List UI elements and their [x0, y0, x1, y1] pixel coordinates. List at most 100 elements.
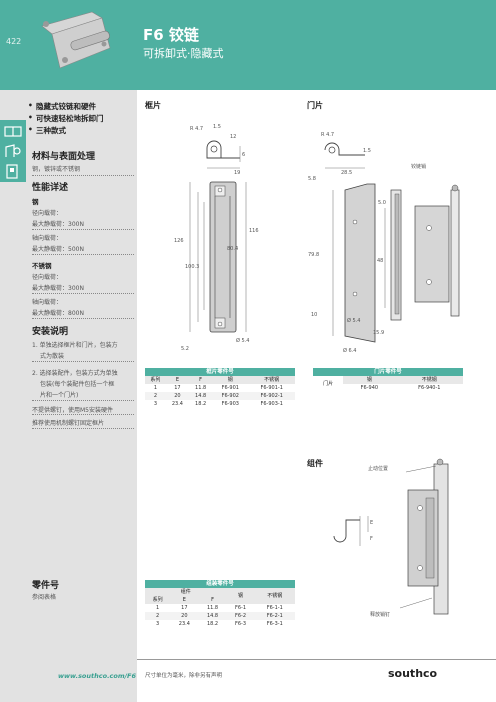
- table-cell: 20: [165, 392, 189, 400]
- table-cell: F6-940: [360, 385, 379, 391]
- icon-strip: [0, 120, 26, 182]
- door-icon: [5, 144, 21, 157]
- stainless-radial-label: 径向载荷：: [32, 274, 63, 281]
- install-step-2-cont: 片和一个门片): [40, 392, 79, 399]
- door-dim-f: 48: [377, 258, 383, 264]
- frame-dim-r: R 4.7: [190, 126, 203, 132]
- table-cell: 17: [174, 385, 181, 391]
- table-cell: F6-3: [235, 621, 247, 627]
- table-cell: 23.4: [171, 401, 183, 407]
- frame-dim-e: 126: [174, 238, 184, 244]
- col-e: E: [182, 597, 186, 603]
- assembly-drawing: E F 止动位置 释放销钉: [333, 458, 449, 618]
- table-cell: 3: [153, 401, 157, 407]
- divider: [32, 318, 134, 319]
- page-number: 422: [6, 37, 22, 46]
- col-steel: 钢: [227, 377, 233, 383]
- frame-section-title: 框片: [145, 101, 161, 110]
- table-cell: F6-903-1: [260, 401, 283, 407]
- divider: [32, 414, 134, 415]
- stainless-axial-label: 轴向载荷：: [32, 299, 63, 306]
- footer-note: 尺寸单位为毫米，除非另有声明: [145, 673, 223, 679]
- group-header: 组件: [180, 589, 191, 595]
- stainless-label: 不锈钢: [32, 262, 52, 270]
- frame-dim-a: 1.5: [213, 124, 221, 130]
- steel-axial-label: 轴向载荷：: [32, 235, 63, 242]
- door-panel-icon: [6, 164, 18, 179]
- door-section-title: 门片: [307, 101, 323, 110]
- table-cell: 2: [145, 612, 171, 620]
- door-dim-d: 5.0: [378, 200, 386, 206]
- steel-axial-value: 最大静载荷：500N: [32, 246, 84, 253]
- part-no-heading: 零件号: [32, 581, 60, 591]
- table-row: F6-940 F6-940-1: [313, 384, 463, 392]
- col-stainless: 不锈钢: [421, 377, 437, 383]
- materials-heading: 材料与表面处理: [32, 152, 96, 162]
- frame-dim-j: Ø 5.4: [236, 337, 249, 344]
- door-dim-b: 28.5: [341, 170, 352, 176]
- door-table-title: 门片零件号: [313, 368, 463, 376]
- release-pin-label: 释放销钉: [370, 611, 390, 618]
- steel-radial-value: 最大静载荷：300N: [32, 221, 84, 228]
- divider: [32, 175, 134, 176]
- table-cell: F6-3-1: [266, 621, 283, 627]
- door-part-table: 门片零件号 门片 钢 不锈钢 F6-940 F6-940-1: [313, 368, 463, 392]
- door-drawing: R 4.7 1.5 28.5 5.8 5.0 79.8 48 10 Ø 5.4 …: [308, 132, 460, 354]
- assembly-dim-e: E: [370, 520, 373, 526]
- table-cell: 18.2: [206, 621, 219, 627]
- table-cell: 11.8: [206, 605, 219, 611]
- frame-dim-g: 100.3: [185, 264, 199, 270]
- specs-heading: 性能详述: [32, 183, 69, 193]
- table-cell: F6-901-1: [260, 385, 283, 391]
- table-cell: F6-901: [221, 385, 239, 391]
- divider: [32, 361, 134, 362]
- part-no-text: 参阅表格: [32, 594, 57, 601]
- table-cell: F6-902-1: [248, 392, 295, 400]
- table-cell: 2: [145, 392, 166, 400]
- install-note-2: 推荐使用机制螺钉固定框片: [32, 420, 105, 427]
- table-cell: 14.8: [198, 612, 227, 620]
- feature-item: 可快速轻松地拆卸门: [28, 113, 103, 124]
- footer-divider: [137, 659, 496, 660]
- assembly-table-title: 组装零件号: [145, 580, 295, 588]
- table-cell: 17: [181, 605, 188, 611]
- table-cell: F6-940-1: [418, 385, 441, 391]
- stainless-radial-value: 最大静载荷：300N: [32, 285, 84, 292]
- table-cell: 18.2: [195, 401, 207, 407]
- table-cell: 20: [170, 612, 199, 620]
- frame-dim-d: 19: [234, 170, 240, 176]
- table-cell: F6-902: [212, 392, 249, 400]
- table-cell: F6-1-1: [266, 605, 283, 611]
- col-series: 系列: [150, 377, 161, 383]
- steel-label: 钢: [32, 198, 39, 206]
- sidebar: [0, 90, 137, 702]
- table-cell: F6-903: [221, 401, 239, 407]
- hinge-pin-label: 铰链销: [411, 163, 426, 170]
- door-row-label: 门片: [313, 376, 344, 392]
- install-step-1: 1. 单独选择框片和门片，包装方: [32, 342, 118, 349]
- divider: [32, 293, 134, 294]
- frame-dim-b: 12: [230, 134, 236, 140]
- col-steel: 钢: [366, 377, 372, 383]
- footer-url-link[interactable]: www.southco.com/F6: [58, 672, 136, 680]
- col-f: F: [211, 597, 214, 603]
- hinge-icon: [4, 126, 22, 137]
- install-step-2-cont: 包装(每个装配件包括一个框: [40, 381, 115, 388]
- col-e: E: [175, 377, 179, 383]
- divider: [32, 254, 134, 255]
- col-stainless: 不锈钢: [267, 593, 283, 599]
- frame-table-title: 框片零件号: [145, 368, 295, 376]
- door-dim-a: 1.5: [363, 148, 371, 154]
- feature-item: 三种款式: [28, 125, 66, 136]
- feature-item: 隐藏式铰链和硬件: [28, 101, 96, 112]
- door-dim-i: 15.9: [373, 330, 384, 336]
- door-dim-r: R 4.7: [321, 132, 334, 138]
- frame-dim-f: 80.4: [227, 246, 238, 252]
